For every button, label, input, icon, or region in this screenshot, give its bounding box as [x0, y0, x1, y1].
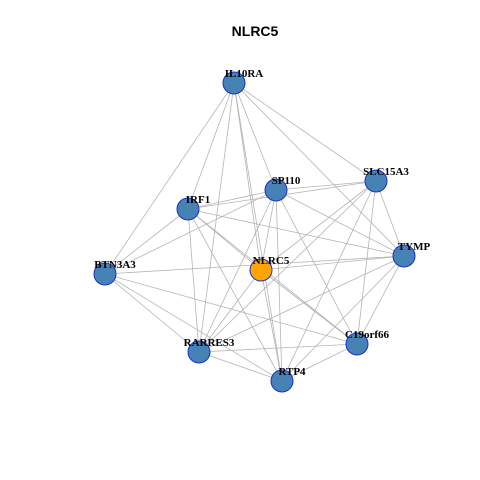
edge-irf1-rtp4: [187, 208, 283, 382]
edge-sp110-rtp4: [275, 189, 283, 382]
node-label-il10ra: IL10RA: [225, 68, 264, 80]
edge-irf1-c19orf66: [187, 208, 358, 345]
edge-nlrc5-c19orf66: [260, 269, 358, 345]
edge-il10ra-btn3a3: [104, 82, 235, 275]
node-label-btn3a3: BTN3A3: [94, 259, 136, 271]
edge-rarres3-rtp4: [198, 351, 283, 382]
node-label-sp110: SP110: [272, 175, 301, 187]
node-label-c19orf66: C19orf66: [345, 329, 389, 341]
node-il10ra: [222, 71, 246, 95]
diagram-title: NLRC5: [232, 23, 279, 39]
node-rtp4: [270, 369, 294, 393]
node-label-slc15a3: SLC15A3: [363, 166, 409, 178]
edge-il10ra-rtp4: [233, 82, 283, 382]
edge-il10ra-rarres3: [198, 82, 235, 353]
edge-sp110-btn3a3: [104, 189, 277, 275]
edge-tymp-c19orf66: [356, 255, 405, 345]
node-c19orf66: [345, 332, 369, 356]
edge-c19orf66-rarres3: [198, 343, 358, 353]
node-tymp: [392, 244, 416, 268]
edge-btn3a3-c19orf66: [104, 273, 358, 345]
node-label-rarres3: RARRES3: [184, 337, 235, 349]
node-label-nlrc5: NLRC5: [253, 255, 290, 267]
edge-irf1-btn3a3: [104, 208, 189, 275]
edge-sp110-nlrc5: [260, 189, 277, 271]
edge-irf1-tymp: [187, 208, 405, 257]
node-nlrc5: [249, 258, 273, 282]
edge-il10ra-nlrc5: [233, 82, 262, 271]
edge-slc15a3-tymp: [375, 180, 405, 257]
edge-c19orf66-rtp4: [281, 343, 358, 382]
edge-tymp-rtp4: [281, 255, 405, 382]
edge-il10ra-slc15a3: [233, 82, 377, 182]
edge-slc15a3-rarres3: [198, 180, 377, 353]
edge-sp110-slc15a3: [275, 180, 377, 191]
edge-tymp-rarres3: [198, 255, 405, 353]
node-rarres3: [187, 340, 211, 364]
edge-slc15a3-rtp4: [281, 180, 377, 382]
node-label-irf1: IRF1: [186, 194, 210, 206]
node-slc15a3: [364, 169, 388, 193]
edge-sp110-tymp: [275, 189, 405, 257]
edge-il10ra-irf1: [187, 82, 235, 210]
edge-sp110-irf1: [187, 189, 277, 210]
edge-il10ra-sp110: [233, 82, 277, 191]
edge-irf1-rarres3: [187, 208, 200, 353]
node-label-rtp4: RTP4: [278, 366, 306, 378]
edge-btn3a3-rtp4: [104, 273, 283, 382]
edge-slc15a3-nlrc5: [260, 180, 377, 271]
node-btn3a3: [93, 262, 117, 286]
node-label-tymp: TYMP: [398, 241, 431, 253]
node-sp110: [264, 178, 288, 202]
node-irf1: [176, 197, 200, 221]
edge-layer: [104, 82, 405, 382]
edge-slc15a3-c19orf66: [356, 180, 377, 345]
edge-sp110-rarres3: [198, 189, 277, 353]
edge-il10ra-tymp: [233, 82, 405, 257]
edge-nlrc5-rtp4: [260, 269, 283, 382]
edge-btn3a3-rarres3: [104, 273, 200, 353]
node-layer: [93, 71, 416, 393]
edge-nlrc5-rarres3: [198, 269, 262, 353]
edge-tymp-nlrc5: [260, 255, 405, 271]
